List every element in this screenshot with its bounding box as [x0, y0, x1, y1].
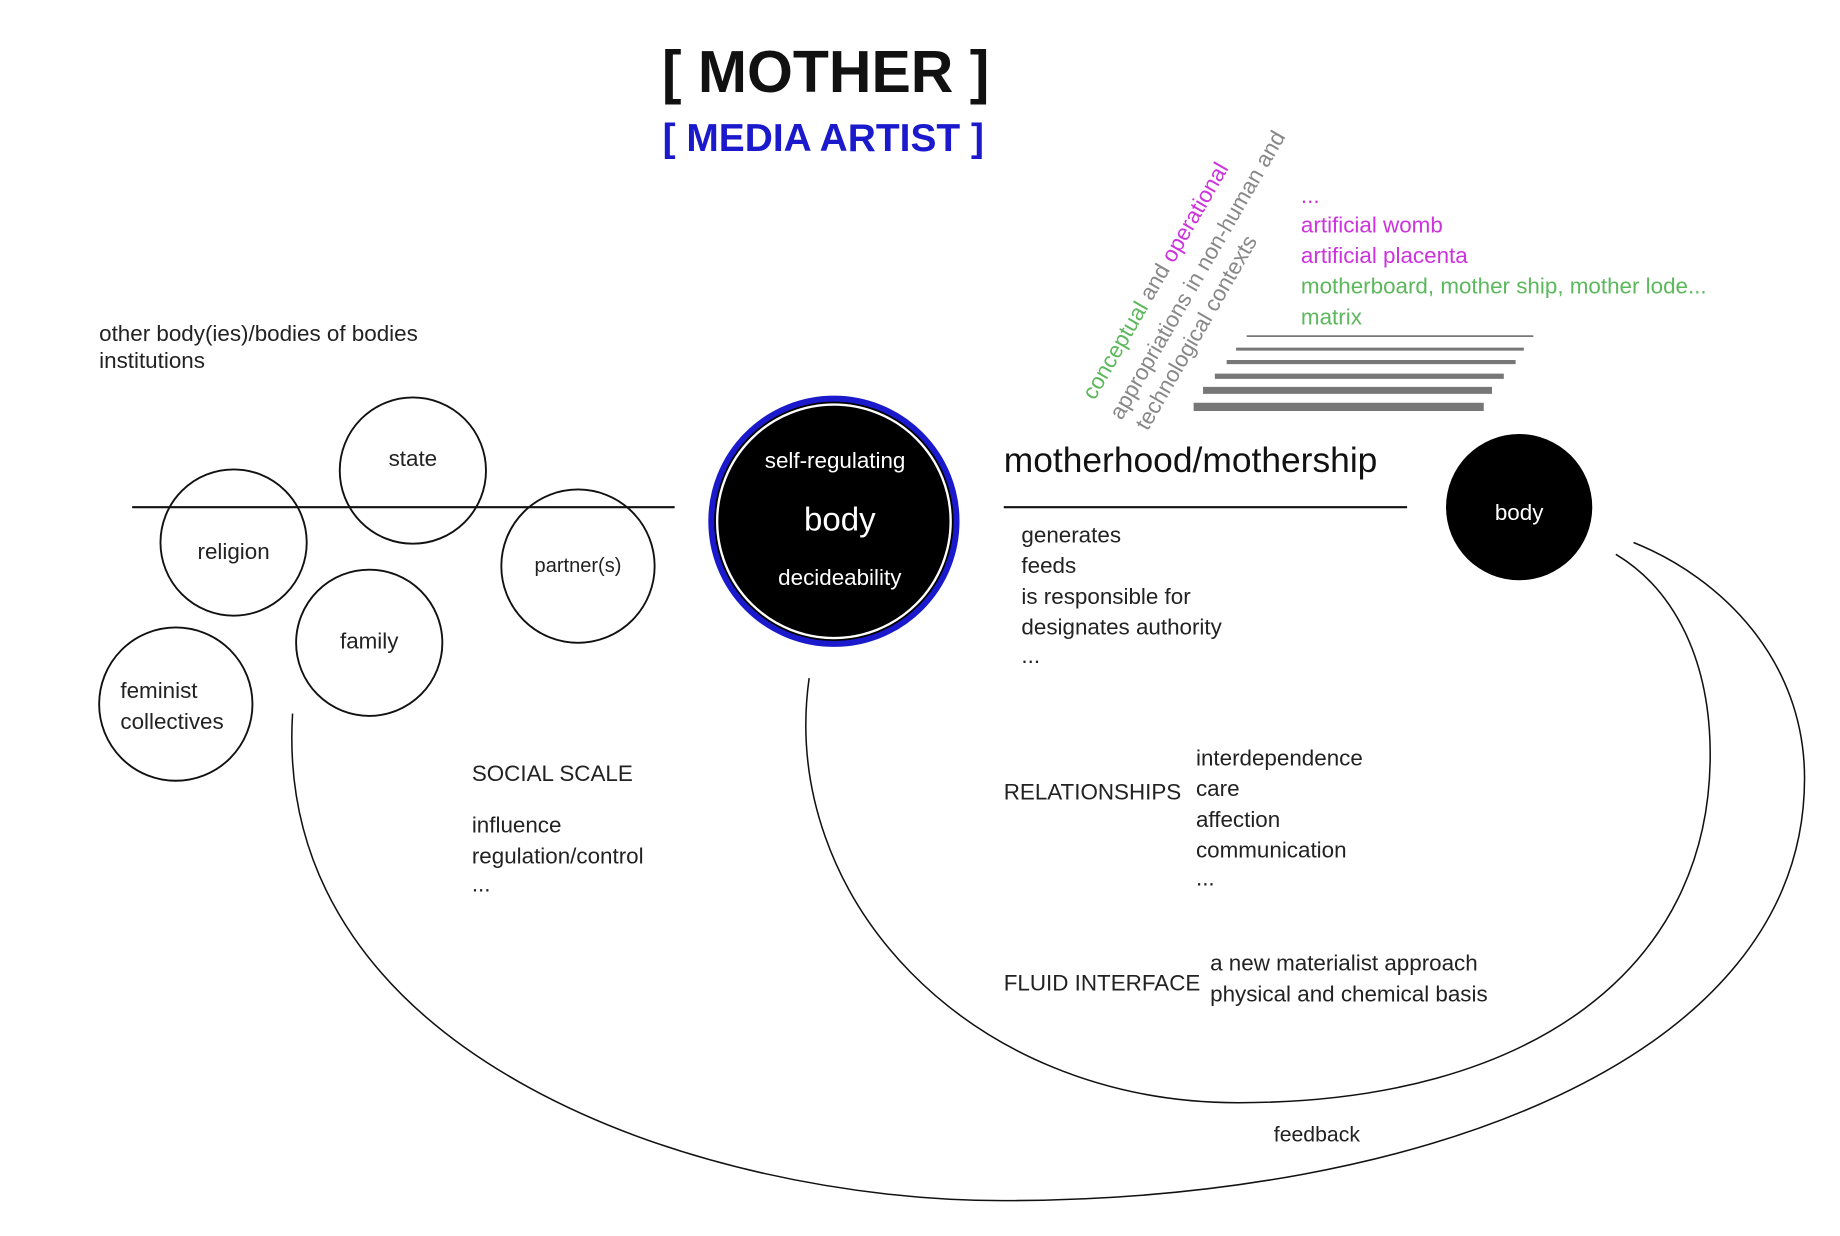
mother-heading: motherhood/mothership — [1004, 441, 1378, 480]
fluid-title: FLUID INTERFACE — [1004, 971, 1201, 996]
circle-feminist-collectives — [98, 626, 254, 782]
circle-religion — [159, 468, 308, 617]
center-main: body — [804, 501, 876, 538]
social-title: SOCIAL SCALE — [472, 761, 633, 786]
label-collectives: collectives — [120, 709, 223, 734]
gray-bars — [1193, 335, 1534, 412]
label-family: family — [340, 629, 399, 654]
relationship-item: interdependence — [1196, 745, 1363, 770]
central-ring — [715, 403, 952, 640]
title: [ MOTHER ] — [662, 40, 989, 105]
social-item: ... — [472, 872, 491, 897]
circle-state — [338, 396, 487, 545]
tech-item: artificial womb — [1301, 212, 1443, 237]
left-header: other body(ies)/bodies of bodies — [99, 321, 418, 346]
mother-item: ... — [1021, 643, 1040, 668]
tech-list: ... artificial womb artificial placenta … — [1301, 183, 1707, 329]
circle-partners — [500, 488, 656, 644]
mother-item: is responsible for — [1021, 584, 1191, 609]
label-partners: partner(s) — [535, 555, 622, 577]
feedback-arc-outer — [291, 541, 1806, 1202]
center-bottom: decideability — [778, 565, 902, 590]
relationship-item: care — [1196, 776, 1240, 801]
central-body-circle — [708, 395, 960, 647]
circle-family — [295, 568, 444, 717]
mother-item: feeds — [1021, 553, 1076, 578]
center-top: self-regulating — [765, 448, 906, 473]
right-body-label: body — [1495, 500, 1544, 525]
relationship-item: communication — [1196, 837, 1347, 862]
fluid-item: a new materialist approach — [1210, 951, 1478, 976]
social-item: influence — [472, 813, 562, 838]
feedback-label: feedback — [1274, 1124, 1361, 1147]
rotated-line-2: appropriations in non-human and — [1104, 126, 1290, 423]
tech-item: matrix — [1301, 304, 1362, 329]
subtitle: [ MEDIA ARTIST ] — [663, 117, 984, 160]
relationship-item: ... — [1196, 866, 1215, 891]
mother-item: generates — [1021, 523, 1121, 548]
tech-item: artificial placenta — [1301, 243, 1468, 268]
feedback-arc-inner — [805, 553, 1711, 1104]
tech-item: motherboard, mother ship, mother lode... — [1301, 274, 1707, 299]
mother-list: generates feeds is responsible for desig… — [1021, 523, 1222, 668]
left-header: institutions — [99, 348, 205, 373]
social-item: regulation/control — [472, 843, 644, 868]
label-feminist: feminist — [120, 678, 198, 703]
fluid-item: physical and chemical basis — [1210, 981, 1488, 1006]
label-religion: religion — [197, 539, 269, 564]
right-body-circle — [1446, 434, 1593, 581]
label-state: state — [389, 446, 438, 471]
tech-item: ... — [1301, 183, 1320, 208]
relationships-title: RELATIONSHIPS — [1004, 780, 1182, 805]
mother-item: designates authority — [1021, 615, 1222, 640]
relationship-item: affection — [1196, 807, 1280, 832]
